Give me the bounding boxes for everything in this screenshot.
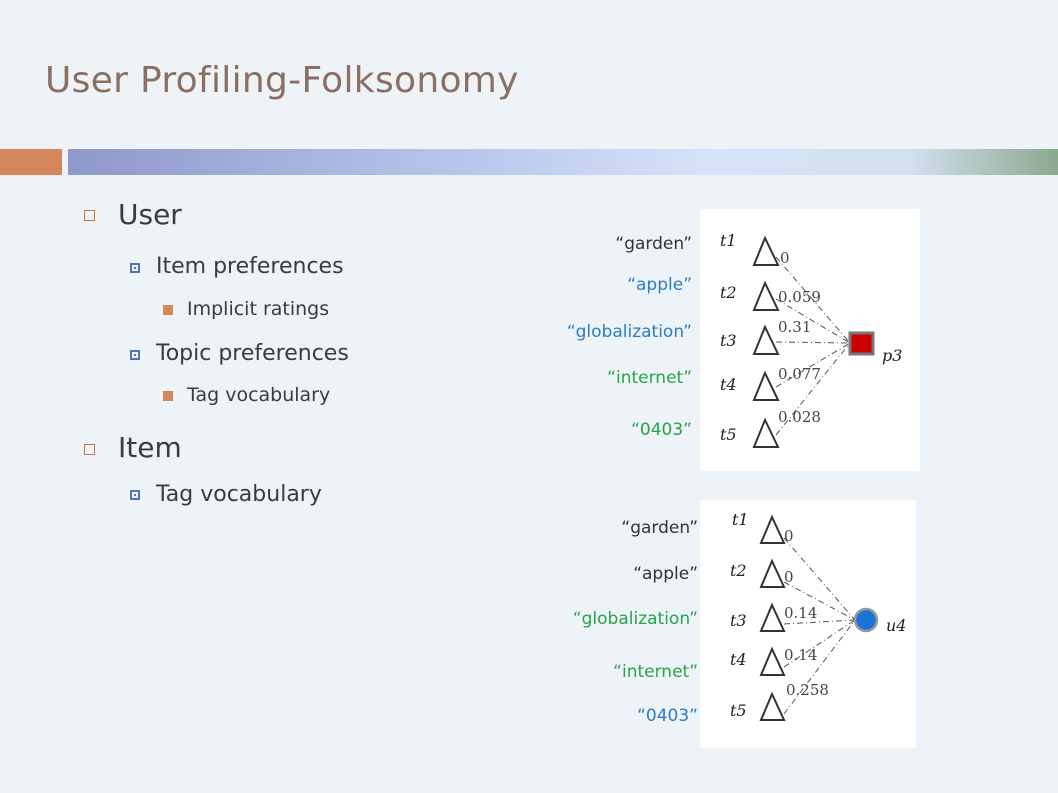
item-tag-graph-panel: t1 t2 t3 t4 t5 0 0.059 0.31 0.077 0.028 … xyxy=(700,209,920,471)
square-bullet-icon xyxy=(84,444,95,455)
square-bullet-icon xyxy=(163,305,173,315)
tag-label-internet: “internet” xyxy=(613,662,698,682)
bullet-topic-preferences: Topic preferences xyxy=(156,341,349,366)
triangle-icon xyxy=(759,514,786,544)
bullet-implicit-ratings: Implicit ratings xyxy=(187,298,330,320)
tag-label-globalization: “globalization” xyxy=(566,322,692,342)
title-accent-bar xyxy=(0,149,62,175)
tag-label-internet: “internet” xyxy=(607,368,692,388)
user-tag-graph: t1 t2 t3 t4 t5 0 0 0.14 0.14 0.258 u4 xyxy=(730,510,906,721)
item-tag-graph: t1 t2 t3 t4 t5 0 0.059 0.31 0.077 0.028 … xyxy=(720,231,902,448)
bullet-tag-vocabulary-item: Tag vocabulary xyxy=(156,482,322,507)
tag-id: t3 xyxy=(720,331,737,350)
tag-id: t4 xyxy=(720,375,737,394)
edge-weight: 0 xyxy=(784,527,794,545)
tag-id: t5 xyxy=(720,425,737,444)
triangle-icon xyxy=(752,324,780,355)
edge-weight: 0.258 xyxy=(786,681,829,699)
tag-label-garden: “garden” xyxy=(621,518,698,538)
item-node-square xyxy=(848,331,875,356)
square-bullet-icon xyxy=(130,490,140,500)
edge-weight: 0.14 xyxy=(784,604,817,622)
slide-title: User Profiling-Folksonomy xyxy=(45,60,519,101)
tag-label-0403: “0403” xyxy=(631,420,692,440)
edge-weight: 0.14 xyxy=(784,646,817,664)
square-bullet-icon xyxy=(163,391,173,401)
user-node-label: u4 xyxy=(886,616,906,635)
tag-id: t2 xyxy=(720,283,737,302)
bullet-item-preferences: Item preferences xyxy=(156,254,344,279)
title-gradient-bar xyxy=(68,149,1058,175)
square-bullet-icon xyxy=(84,210,95,221)
tag-id: t4 xyxy=(730,650,747,669)
tag-label-globalization: “globalization” xyxy=(572,609,698,629)
triangle-icon xyxy=(759,602,786,632)
tag-id: t1 xyxy=(720,231,737,250)
triangle-icon xyxy=(752,280,780,311)
bullet-user: User xyxy=(118,198,182,231)
tag-id: t5 xyxy=(730,701,747,720)
tag-label-0403: “0403” xyxy=(637,706,698,726)
edge-weight: 0.028 xyxy=(778,408,821,426)
item-node-label: p3 xyxy=(882,346,902,365)
triangle-icon xyxy=(752,370,780,401)
tag-label-garden: “garden” xyxy=(615,234,692,254)
square-bullet-icon xyxy=(130,350,140,360)
user-tag-graph-panel: t1 t2 t3 t4 t5 0 0 0.14 0.14 0.258 u4 xyxy=(700,500,916,748)
tag-id: t2 xyxy=(730,561,747,580)
edge-weight: 0 xyxy=(780,249,790,267)
tag-id: t1 xyxy=(732,510,749,529)
triangle-icon xyxy=(759,558,786,588)
edge-weight: 0.059 xyxy=(778,288,821,306)
triangle-icon xyxy=(759,691,786,721)
tag-label-apple: “apple” xyxy=(627,275,692,295)
bullet-item: Item xyxy=(118,431,182,464)
edge-weight: 0 xyxy=(784,568,794,586)
square-bullet-icon xyxy=(130,263,140,273)
bullet-tag-vocabulary-user: Tag vocabulary xyxy=(187,384,331,406)
tag-id: t3 xyxy=(730,611,747,630)
user-node-circle xyxy=(853,607,879,633)
edge-weight: 0.077 xyxy=(778,365,821,383)
triangle-icon xyxy=(752,417,780,448)
edge-weight: 0.31 xyxy=(778,318,811,336)
triangle-icon xyxy=(759,646,786,676)
triangle-icon xyxy=(752,235,780,266)
tag-label-apple: “apple” xyxy=(633,564,698,584)
